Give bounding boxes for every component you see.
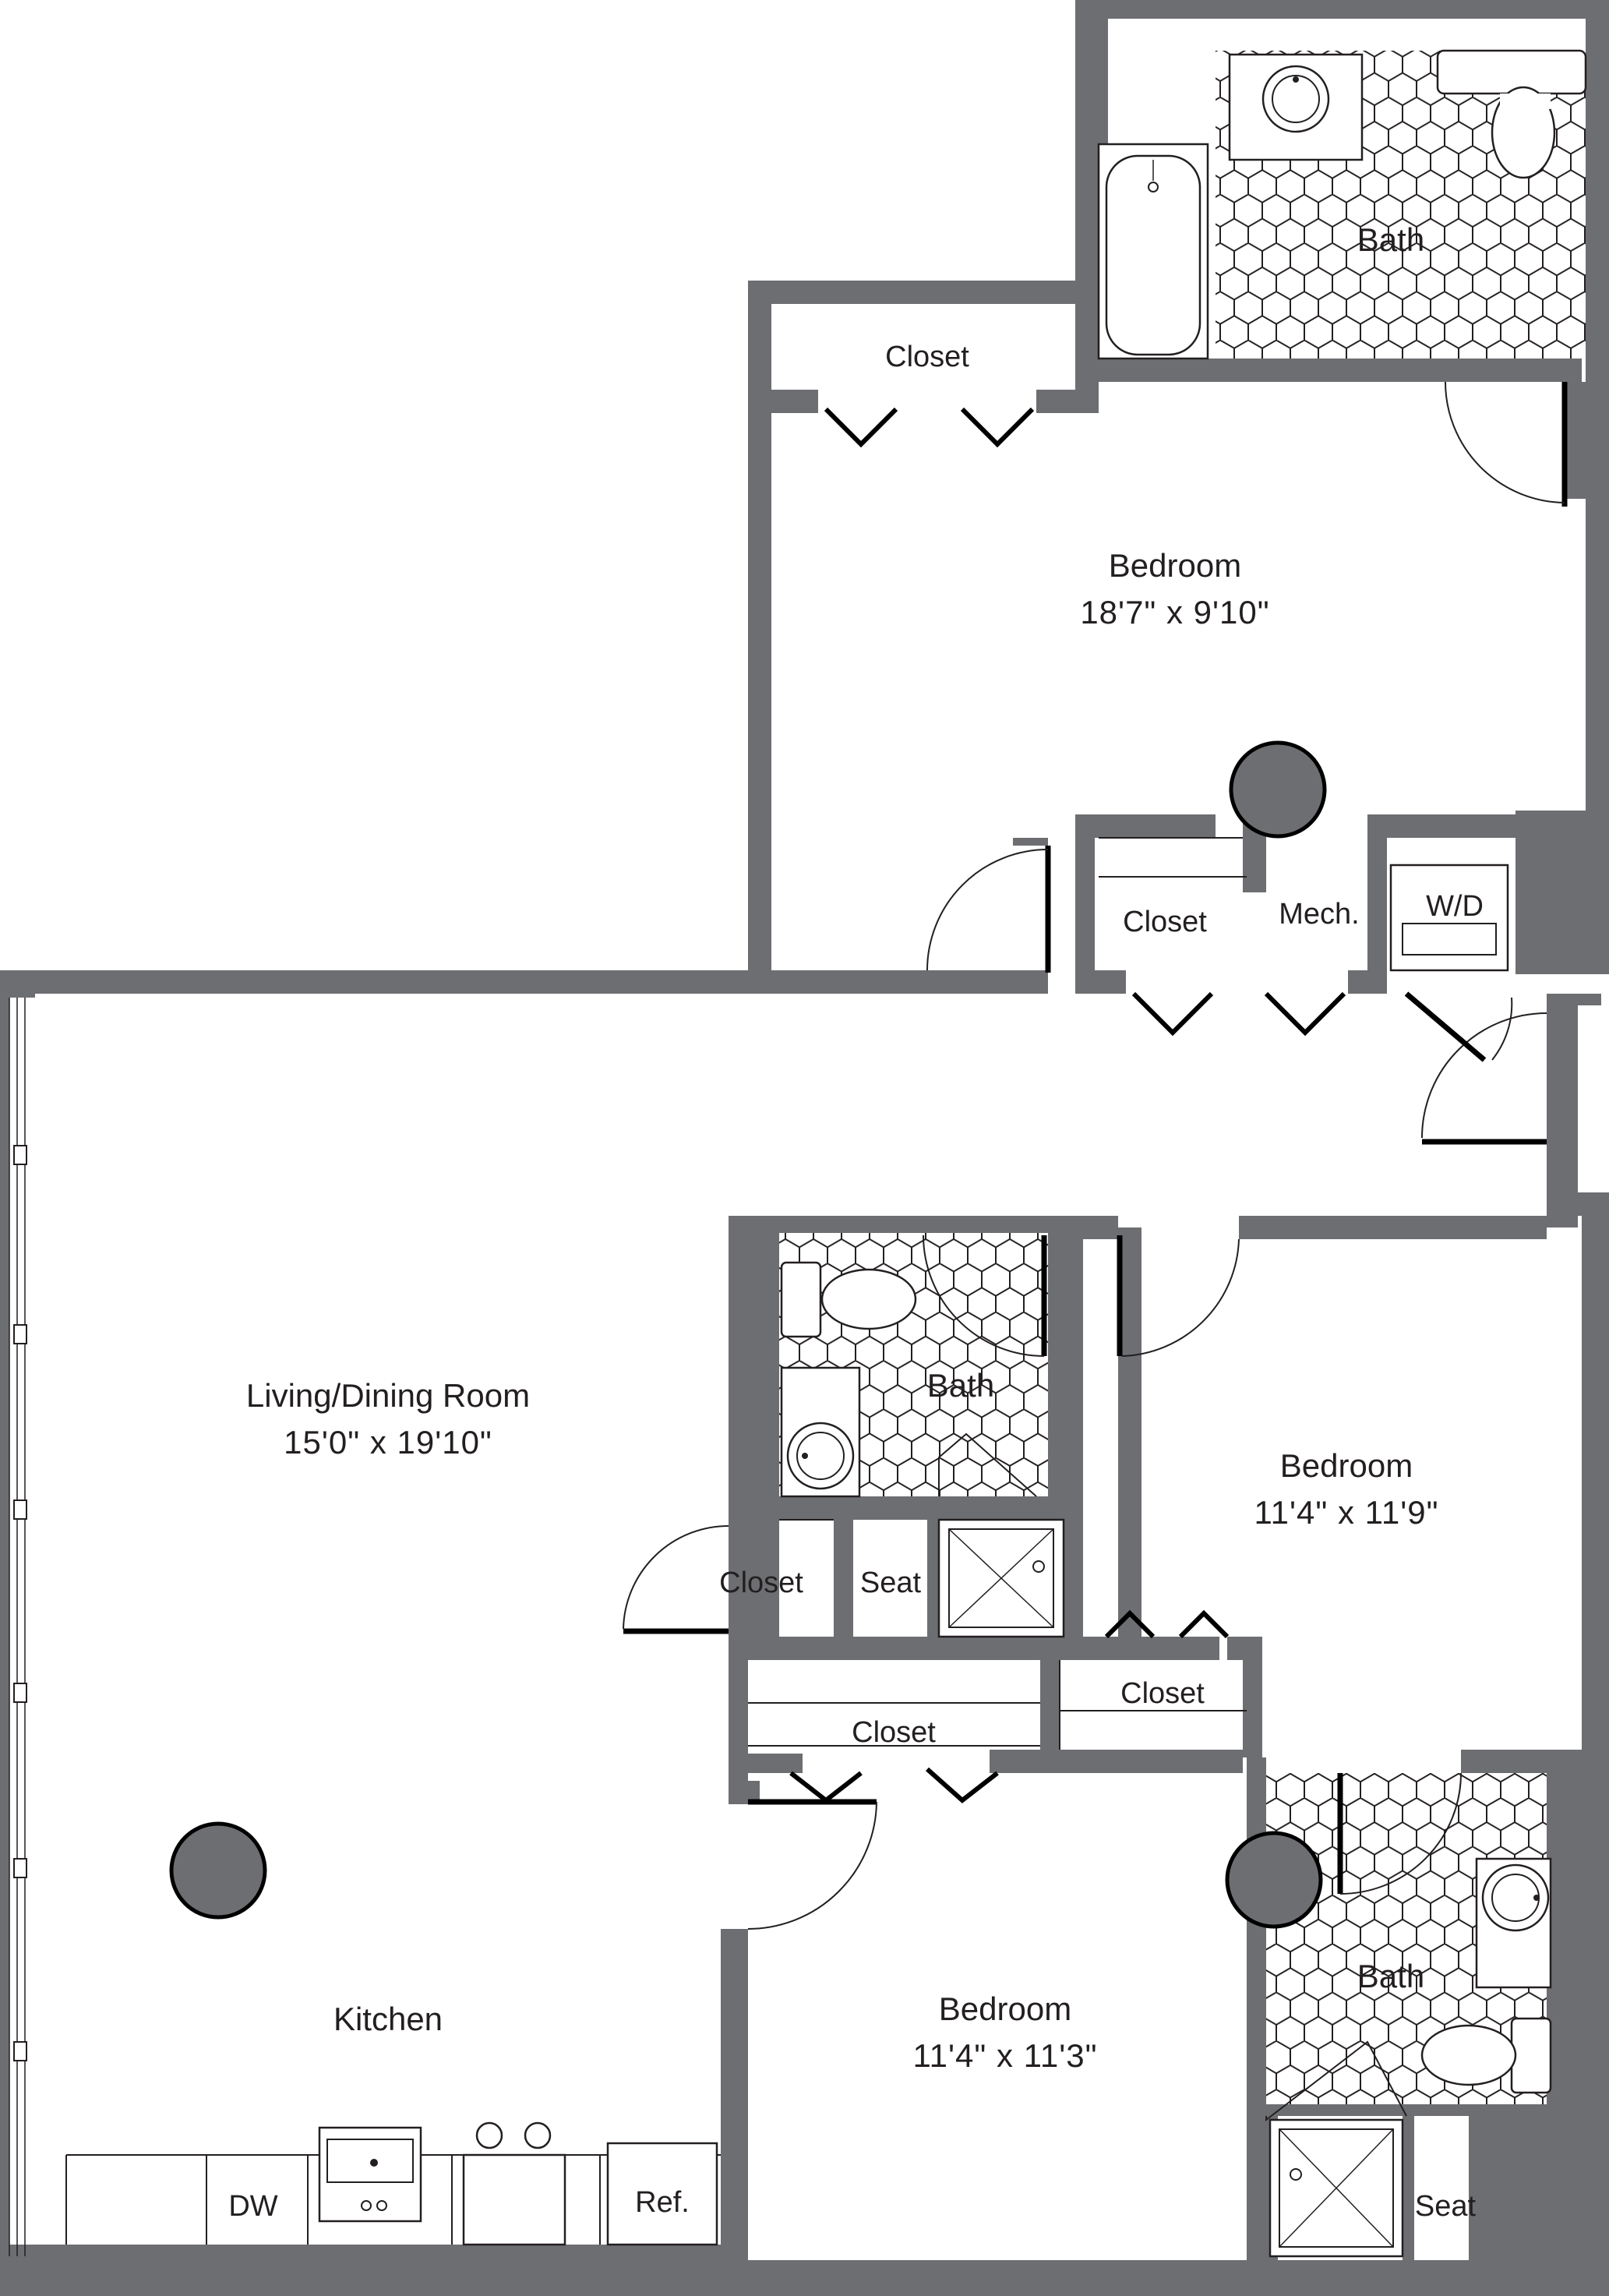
- stove-icon: [462, 2121, 566, 2246]
- room-labels: Bath Closet Bedroom 18'7" x 9'10" Closet…: [228, 221, 1484, 2223]
- column-icon: [1225, 1831, 1323, 1929]
- label-seat-lower: Seat: [1415, 2190, 1477, 2223]
- door-swing-icon: [926, 846, 1051, 973]
- bifold-door-icon: [1178, 1609, 1230, 1639]
- shower-icon: [1268, 2118, 1404, 2258]
- bath-mid-fixtures: [780, 1261, 1065, 1638]
- label-refrigerator: Ref.: [635, 2186, 690, 2219]
- window-icon: [9, 998, 27, 2256]
- bathtub-icon: [1097, 143, 1209, 360]
- toilet-icon: [1436, 49, 1587, 179]
- toilet-icon: [1420, 2017, 1552, 2094]
- label-closet-right: Closet: [1120, 1677, 1205, 1710]
- toilet-icon: [780, 1261, 917, 1338]
- bifold-door-icon: [1104, 1609, 1156, 1639]
- shower-icon: [937, 1518, 1065, 1638]
- label-closet-top: Closet: [885, 341, 969, 373]
- bifold-door-icon: [926, 1767, 999, 1803]
- label-wd: W/D: [1426, 890, 1484, 923]
- bifold-door-icon: [1131, 991, 1214, 1037]
- door-swing-icon: [923, 1235, 1047, 1357]
- label-bedroom-lower: Bedroom: [939, 1990, 1071, 2027]
- label-bedroom-right: Bedroom: [1280, 1447, 1413, 1484]
- door-swing-icon: [1445, 381, 1568, 507]
- door-swing-icon: [1421, 1012, 1547, 1145]
- sink-icon: [1475, 1857, 1552, 1989]
- label-seat-mid: Seat: [860, 1567, 922, 1599]
- dims-living: 15'0" x 19'10": [284, 1424, 492, 1461]
- label-bedroom-main: Bedroom: [1109, 547, 1241, 584]
- label-dishwasher: DW: [228, 2190, 277, 2223]
- dims-bedroom-right: 11'4" x 11'9": [1254, 1494, 1438, 1531]
- dims-bedroom-lower: 11'4" x 11'3": [912, 2037, 1097, 2074]
- column-icon: [1229, 740, 1327, 839]
- label-mech: Mech.: [1279, 898, 1359, 931]
- door-swing-icon: [1404, 991, 1513, 1062]
- bifold-door-icon: [824, 407, 898, 448]
- door-swing-icon: [623, 1525, 729, 1634]
- door-swing-icon: [1117, 1235, 1240, 1357]
- bath-top-fixtures: [1097, 49, 1587, 360]
- bifold-door-icon: [960, 407, 1035, 448]
- door-swing-icon: [1337, 1772, 1462, 1895]
- label-closet-mid: Closet: [719, 1567, 803, 1599]
- label-closet-hall: Closet: [1123, 906, 1207, 938]
- wd-appliance: [1389, 864, 1509, 972]
- column-icon: [169, 1821, 267, 1920]
- bifold-doors: [789, 407, 1346, 1803]
- sink-icon: [1228, 53, 1364, 161]
- bifold-door-icon: [789, 1771, 863, 1803]
- door-swing-icon: [747, 1799, 877, 1930]
- doors: [623, 381, 1568, 2122]
- label-closet-lower: Closet: [852, 1716, 936, 1749]
- label-bath-mid: Bath: [927, 1367, 994, 1404]
- sink-icon: [318, 2126, 422, 2223]
- columns: [169, 740, 1327, 1929]
- label-living: Living/Dining Room: [246, 1377, 530, 1414]
- bifold-door-icon: [1264, 991, 1346, 1037]
- dims-bedroom-main: 18'7" x 9'10": [1080, 594, 1269, 631]
- label-kitchen: Kitchen: [333, 2001, 443, 2037]
- label-bath-top: Bath: [1357, 221, 1424, 258]
- label-bath-lower: Bath: [1357, 1958, 1424, 1994]
- sink-icon: [780, 1366, 861, 1498]
- bath-lower-fixtures: [1268, 1857, 1552, 2258]
- kitchen-appliances: [318, 2121, 718, 2246]
